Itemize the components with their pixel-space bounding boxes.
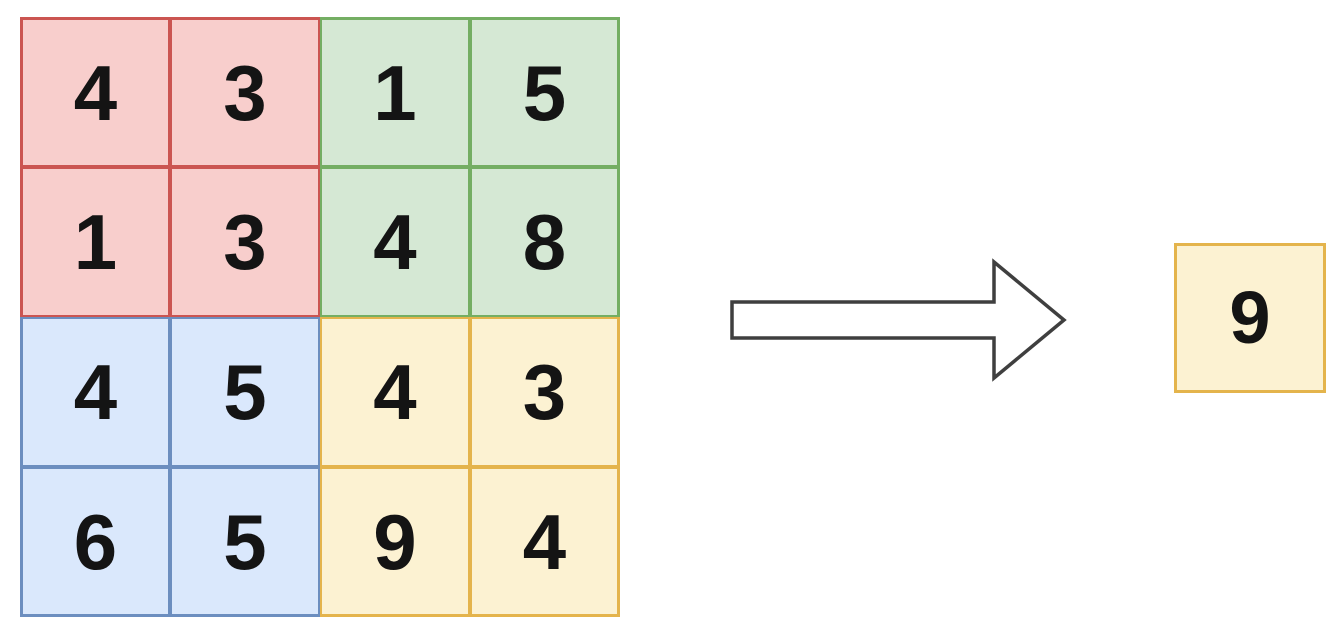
- matrix-cell: 6: [20, 467, 170, 617]
- matrix-cell: 5: [170, 317, 320, 467]
- matrix-cell: 3: [470, 317, 620, 467]
- matrix-cell: 4: [470, 467, 620, 617]
- matrix-cell: 3: [170, 167, 320, 317]
- input-matrix: 4 3 1 5 1 3 4 8 4 5 4 3 6 5 9 4: [20, 17, 620, 617]
- matrix-cell: 8: [470, 167, 620, 317]
- matrix-cell: 1: [20, 167, 170, 317]
- matrix-cell: 4: [320, 167, 470, 317]
- matrix-cell: 3: [170, 17, 320, 167]
- matrix-cell: 4: [20, 317, 170, 467]
- matrix-cell: 4: [320, 317, 470, 467]
- right-arrow-icon: [728, 256, 1068, 384]
- matrix-cell: 5: [470, 17, 620, 167]
- matrix-cell: 9: [320, 467, 470, 617]
- matrix-cell: 4: [20, 17, 170, 167]
- matrix-cell: 1: [320, 17, 470, 167]
- matrix-cell: 5: [170, 467, 320, 617]
- pooled-output-cell: 9: [1174, 243, 1326, 393]
